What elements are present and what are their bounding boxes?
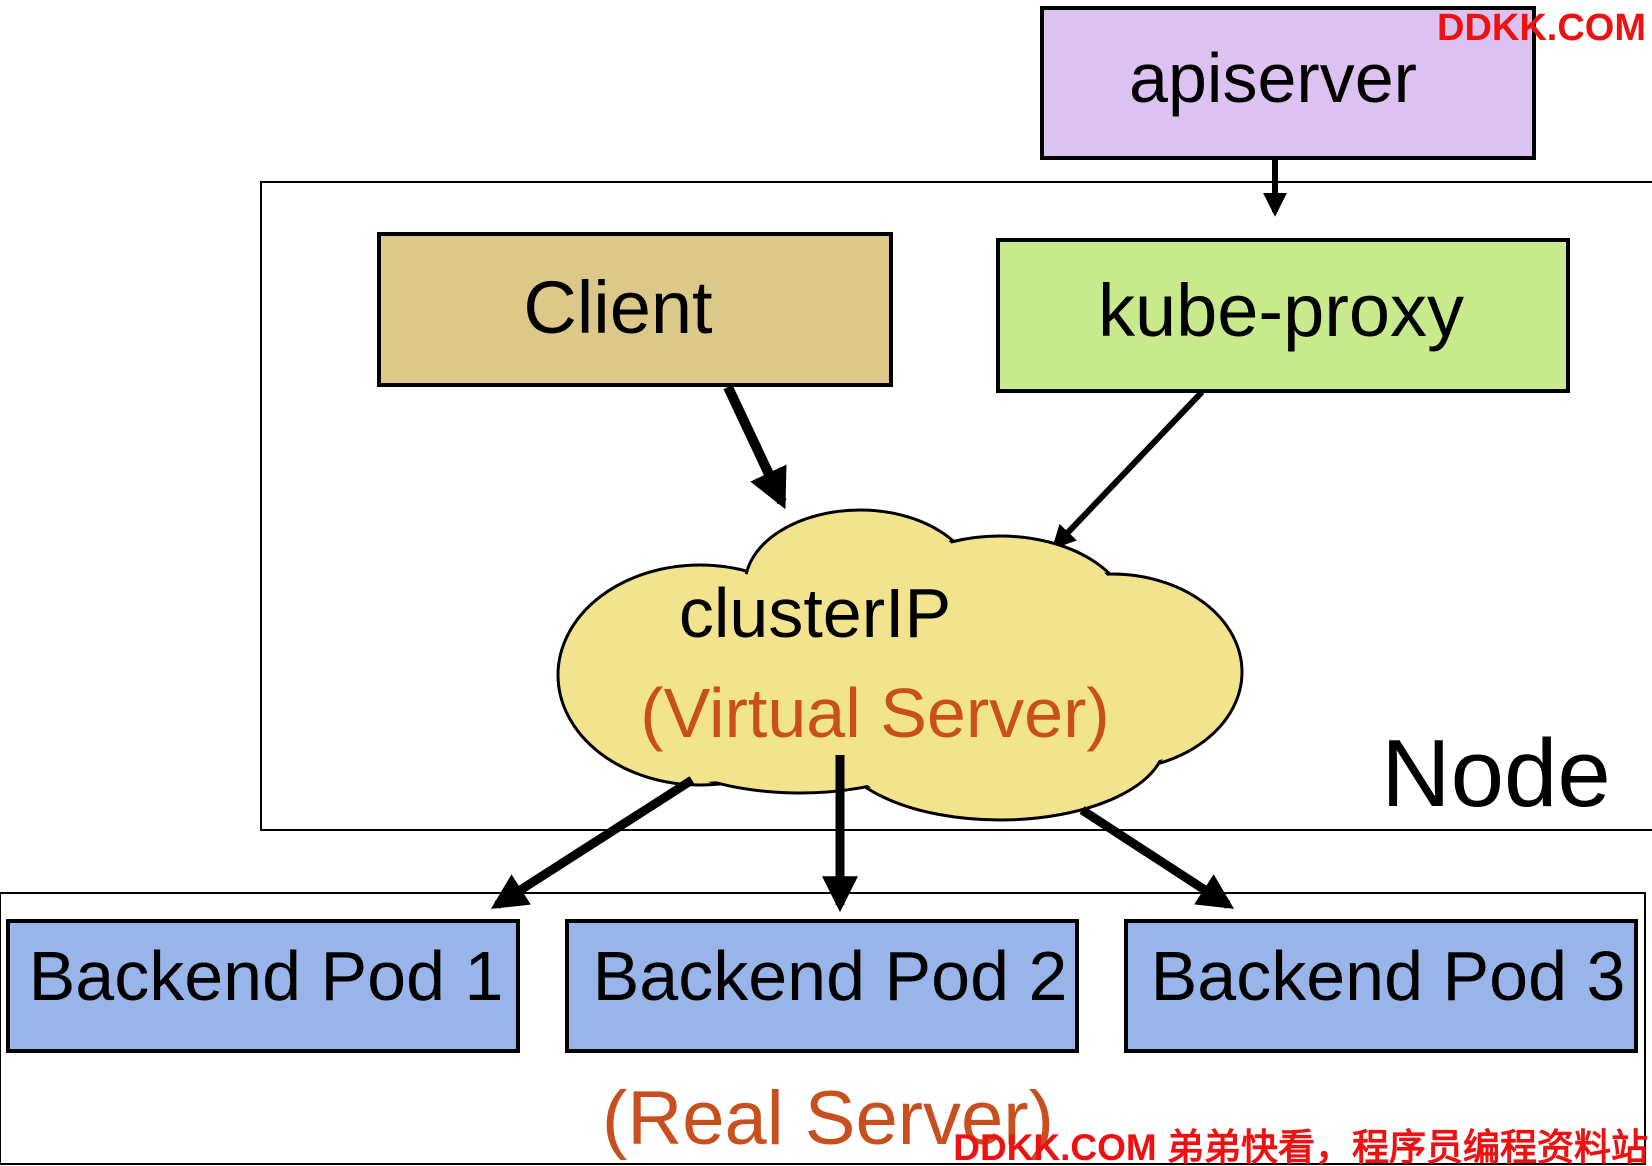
clusterip-cloud: [556, 508, 1244, 822]
backend-pod-2-label: Backend Pod 2: [593, 937, 1068, 1015]
apiserver-box: [1040, 6, 1536, 160]
apiserver-label: apiserver: [1129, 39, 1417, 117]
watermark-top: DDKK.COM: [1437, 7, 1646, 49]
kube-proxy-box: [996, 238, 1570, 393]
backend-pod-2-box: [565, 919, 1079, 1053]
arrow-client-to-clusterip: [723, 384, 787, 510]
backend-pod-3-box: [1124, 919, 1638, 1053]
kube-proxy-label: kube-proxy: [1098, 269, 1464, 352]
backend-pod-1-label: Backend Pod 1: [29, 937, 504, 1015]
backend-pod-1-box: [6, 919, 520, 1053]
backend-pod-3-label: Backend Pod 3: [1151, 937, 1626, 1015]
arrow-clusterip-to-pod1: [490, 776, 695, 909]
node-label: Node: [1381, 720, 1611, 827]
client-box: [377, 232, 893, 387]
clusterip-label: clusterIP: [679, 574, 951, 652]
client-label: Client: [523, 266, 713, 349]
real-server-label: (Real Server): [602, 1076, 1054, 1161]
arrow-kube-proxy-to-clusterip: [1051, 389, 1205, 550]
arrow-clusterip-to-pod3: [1079, 806, 1235, 909]
virtual-server-label: (Virtual Server): [640, 674, 1109, 752]
watermark-bottom: DDKK.COM 弟弟快看，程序员编程资料站: [953, 1127, 1648, 1166]
